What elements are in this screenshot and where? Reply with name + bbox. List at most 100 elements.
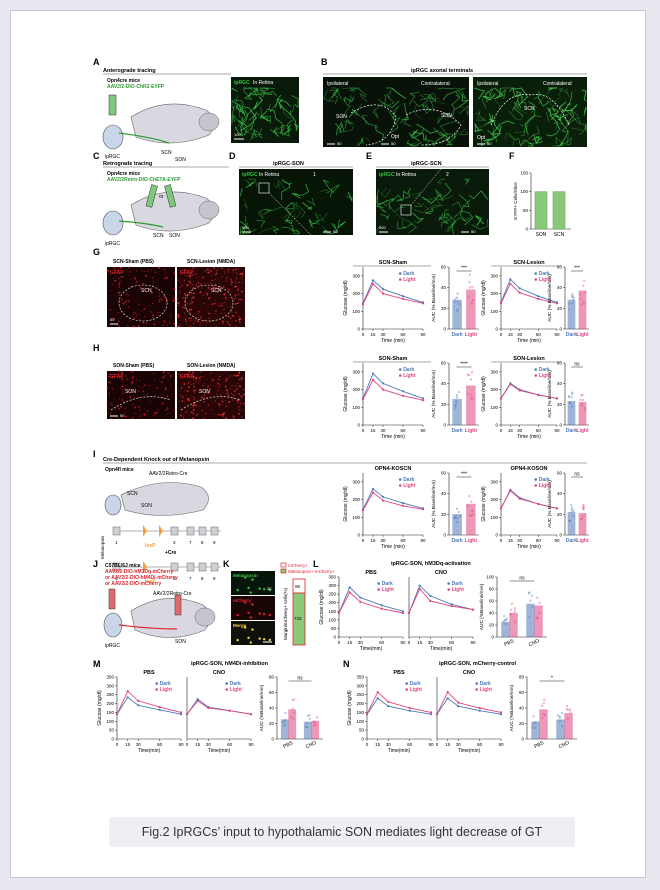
gfap-speck xyxy=(186,323,188,325)
exon-label: 1 xyxy=(115,576,118,581)
gfap-speck xyxy=(112,278,114,280)
x-tick-label: 0 xyxy=(366,742,369,747)
chart-title: SCN-Lesion xyxy=(513,260,545,266)
gfap-speck xyxy=(207,298,209,300)
series-line-light xyxy=(366,691,432,715)
neurite xyxy=(240,109,248,128)
dot xyxy=(471,286,474,289)
x-axis-label: Time (min) xyxy=(381,434,405,440)
x-tick-label: CNO xyxy=(305,740,318,750)
y-tick-label: 40 xyxy=(269,706,275,711)
gfap-speck xyxy=(125,415,128,418)
data-point-light xyxy=(407,611,411,615)
gfap-speck xyxy=(213,267,215,269)
gfap-speck xyxy=(238,393,240,395)
x-axis-label: Time(min) xyxy=(388,748,411,754)
gfap-speck xyxy=(182,297,185,299)
gfap-speck xyxy=(151,402,152,404)
gfap-speck xyxy=(234,390,237,392)
gfap-speck xyxy=(235,311,237,314)
gfap-speck xyxy=(192,296,195,299)
y-tick-label: 300 xyxy=(490,273,498,278)
y-tick-label: 150 xyxy=(520,171,528,176)
neurite xyxy=(560,103,570,113)
dot xyxy=(471,513,474,516)
neurite xyxy=(374,126,385,142)
gfap-speck xyxy=(179,374,182,376)
neurite xyxy=(328,87,338,102)
h-son2: SON xyxy=(199,389,210,395)
gfap-speck xyxy=(142,282,145,285)
y-tick-label: 0 xyxy=(443,533,446,538)
page-frame: A Anterograde tracing Opn4cre mice AAV2/… xyxy=(10,10,646,878)
gfap-speck xyxy=(123,387,126,390)
legend-marker xyxy=(225,682,228,685)
neurite xyxy=(330,184,340,198)
x-tick-label: 30 xyxy=(517,538,523,543)
micrograph-a-label2: In Retina xyxy=(253,80,273,86)
x-tick-label: CNO xyxy=(528,638,541,648)
gfap-speck xyxy=(238,371,241,374)
gfap-speck xyxy=(193,306,195,308)
dot xyxy=(536,596,539,599)
h-img1-title: SON-Sham (PBS) xyxy=(113,363,154,369)
x-tick-label: 30 xyxy=(136,742,142,747)
gfap-speck xyxy=(125,375,127,377)
gfap-speck xyxy=(181,396,184,399)
gfap-speck xyxy=(153,323,156,326)
gfap-speck xyxy=(239,401,241,403)
data-point-light xyxy=(471,608,475,611)
neurite xyxy=(584,123,587,132)
dot xyxy=(534,721,537,724)
gfap-speck xyxy=(203,302,205,304)
dot xyxy=(538,612,541,615)
gfap-speck xyxy=(232,269,235,272)
gfap-speck xyxy=(230,306,232,308)
gfap-speck xyxy=(200,323,202,325)
b1-opt: Opt xyxy=(391,134,400,140)
data-point-light xyxy=(361,398,365,401)
neurite xyxy=(412,212,425,224)
gfap-speck xyxy=(199,325,201,327)
panel-letter-l: L xyxy=(313,559,319,569)
gfap-speck xyxy=(131,381,134,383)
neurite xyxy=(376,225,381,234)
exon-label: 9 xyxy=(213,540,216,545)
legend-label: Light xyxy=(539,277,552,283)
dot xyxy=(503,615,506,618)
dot xyxy=(571,301,574,304)
gfap-speck xyxy=(139,405,141,407)
gfap-speck xyxy=(154,320,156,322)
gfap-speck xyxy=(144,384,146,386)
k-scale: 25 xyxy=(267,586,272,591)
dot xyxy=(283,718,286,721)
neurite xyxy=(546,129,559,137)
gfap-speck xyxy=(165,272,167,274)
legend-label: Light xyxy=(403,483,416,489)
gfap-speck xyxy=(127,294,130,296)
data-point-light xyxy=(249,713,253,716)
chart-title: OPN4-KOSON xyxy=(511,466,548,472)
chart-suptitle: ipRGC-SON, hM4Di-inhibition xyxy=(191,661,269,667)
micrograph-d: ipRGC In Retina 1 500 50 xyxy=(239,169,353,236)
gfap-speck xyxy=(230,278,232,281)
dot xyxy=(571,510,574,513)
data-point-light xyxy=(365,713,369,716)
legend-label: Dark xyxy=(403,367,414,373)
x-tick-label: Dark xyxy=(452,332,463,338)
g-scn1: SCN xyxy=(141,288,152,294)
cell-dot xyxy=(262,637,266,641)
gfap-speck xyxy=(188,308,191,311)
neurite xyxy=(231,87,238,92)
neurite xyxy=(406,142,417,147)
neurite xyxy=(384,94,395,107)
gfap-speck xyxy=(190,317,192,319)
gfap-speck xyxy=(236,303,238,305)
gfap-speck xyxy=(204,270,206,272)
chart-l-pbs: ipRGC-SON, hM3Dq-activationPBS0501001502… xyxy=(319,561,471,652)
dot xyxy=(468,495,471,498)
gfap-speck xyxy=(108,409,110,411)
gfap-speck xyxy=(140,413,142,416)
